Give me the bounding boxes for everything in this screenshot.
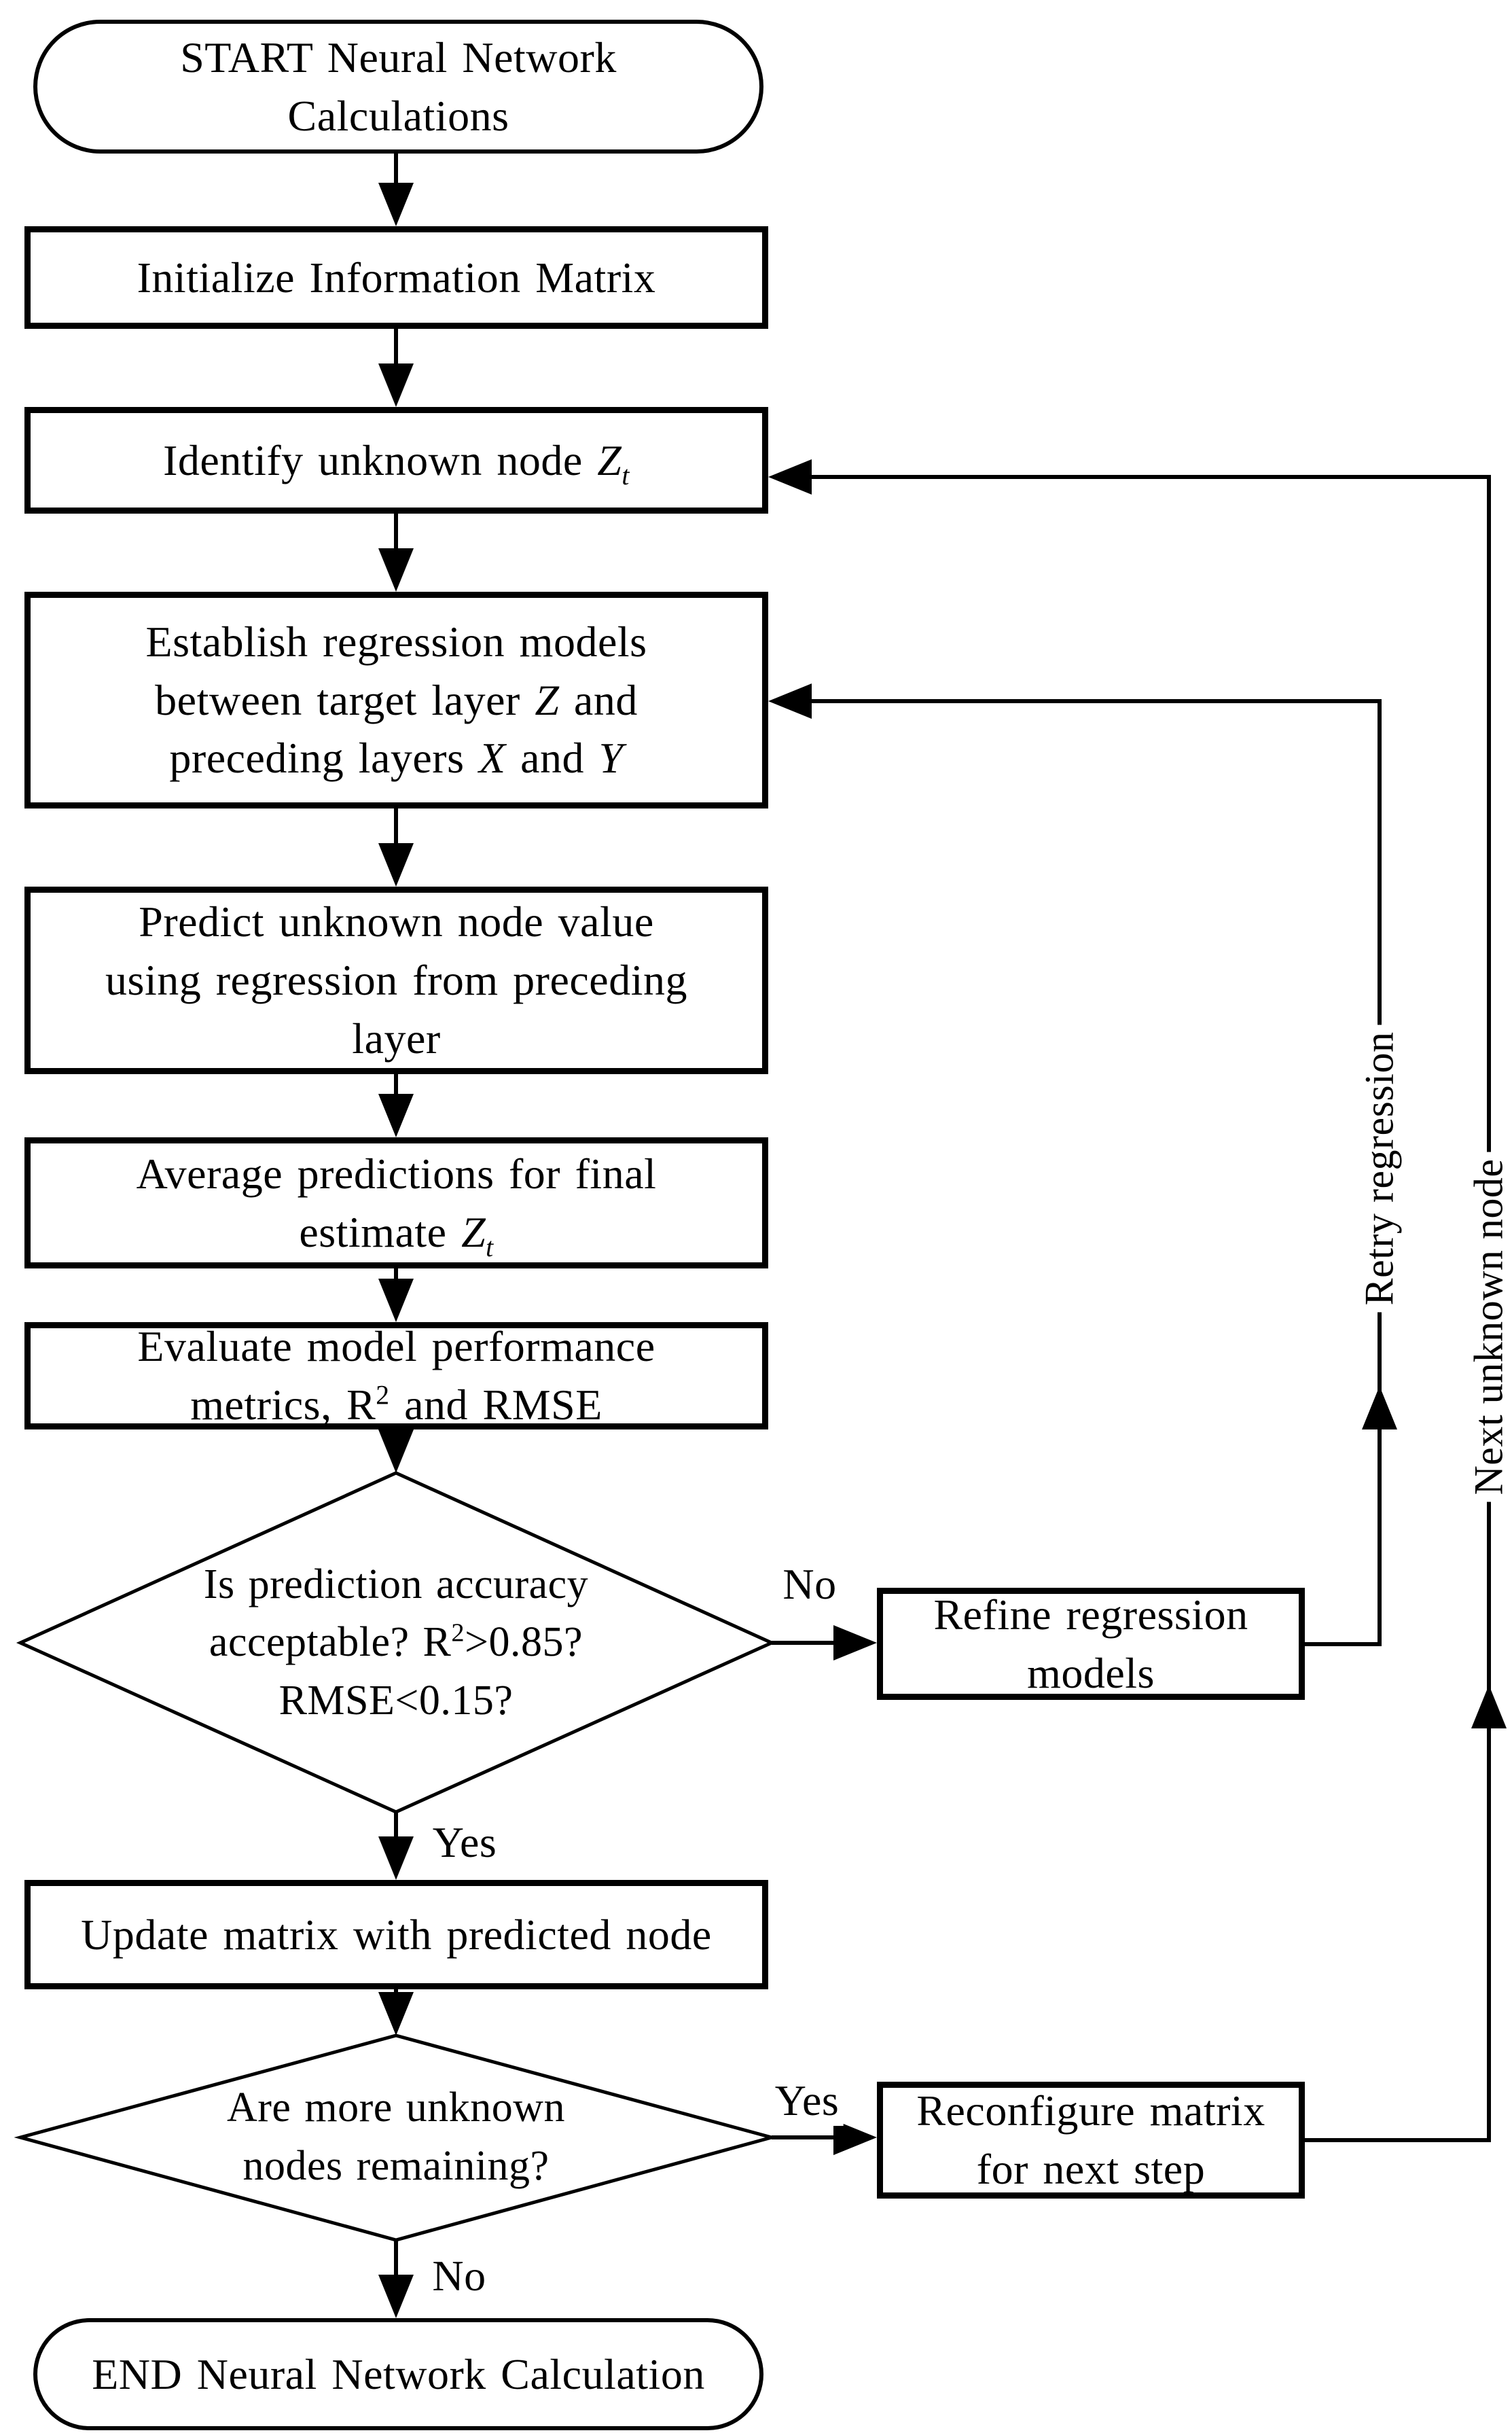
- edge-start-init-arrowhead: [378, 183, 414, 226]
- node-label-line: Calculations: [287, 91, 509, 140]
- edge-accuracy-no-arrowhead: [833, 1625, 877, 1660]
- node-label-line: between target layer Z and: [155, 675, 638, 724]
- process-predict-unknown-node: Predict unknown node value using regress…: [24, 887, 768, 1074]
- edge-label-retry-regression: Retry regression: [1353, 1025, 1406, 1313]
- node-label-line: Average predictions for final: [136, 1149, 657, 1198]
- decision-accuracy-label: Is prediction accuracy acceptable? R2>0.…: [90, 1531, 702, 1755]
- node-label-line: Establish regression models: [145, 617, 647, 666]
- next-midline-up-arrowhead: [1471, 1685, 1507, 1728]
- node-label-line: acceptable? R2>0.85?: [209, 1618, 583, 1666]
- node-label-line: START Neural Network: [180, 33, 617, 82]
- node-label-line: layer: [352, 1014, 441, 1063]
- node-label-line: using regression from preceding: [105, 956, 687, 1005]
- process-update-matrix: Update matrix with predicted node: [24, 1880, 768, 1989]
- node-label-line: Are more unknown: [226, 2084, 566, 2131]
- process-reconfigure-matrix: Reconfigure matrix for next step: [877, 2082, 1305, 2199]
- node-label-line: Reconfigure matrix: [916, 2086, 1265, 2135]
- edge-label-more-no: No: [428, 2251, 490, 2301]
- process-average-predictions: Average predictions for final estimate Z…: [24, 1137, 768, 1268]
- node-label-line: Refine regression: [933, 1590, 1248, 1639]
- edge-predict-average-arrowhead: [378, 1094, 414, 1137]
- node-label-line: metrics, R2 and RMSE: [190, 1380, 602, 1429]
- edge-more-yes-arrowhead: [833, 2120, 877, 2155]
- edge-label-next-unknown-node: Next unknown node: [1462, 1152, 1512, 1502]
- edge-label-more-yes: Yes: [770, 2076, 844, 2126]
- node-label-line: Is prediction accuracy: [203, 1561, 589, 1607]
- node-label-line: Identify unknown node Zt: [163, 436, 630, 491]
- edge-init-identify-arrowhead: [378, 363, 414, 407]
- process-identify-unknown-node: Identify unknown node Zt: [24, 407, 768, 514]
- retry-midline-up-arrowhead: [1362, 1386, 1397, 1429]
- edge-retry-regression-line: [806, 699, 1382, 1646]
- node-label-line: models: [1027, 1648, 1155, 1697]
- edge-average-evaluate-arrowhead: [378, 1279, 414, 1322]
- terminator-end: END Neural Network Calculation: [33, 2318, 763, 2430]
- node-label-line: nodes remaining?: [242, 2143, 550, 2189]
- edge-label-accuracy-no: No: [778, 1559, 841, 1610]
- edge-accuracy-yes-arrowhead: [378, 1836, 414, 1880]
- node-label-line: preceding layers X and Y: [169, 734, 624, 783]
- process-establish-regression-models: Establish regression models between targ…: [24, 592, 768, 808]
- edge-next-into-identify-arrowhead: [768, 459, 812, 495]
- node-label-line: RMSE<0.15?: [278, 1677, 514, 1724]
- edge-label-accuracy-yes: Yes: [428, 1817, 501, 1868]
- edge-evaluate-decision-arrowhead: [378, 1429, 414, 1473]
- terminator-start: START Neural Network Calculations: [33, 20, 763, 154]
- process-evaluate-metrics: Evaluate model performance metrics, R2 a…: [24, 1322, 768, 1429]
- edge-update-decision-arrowhead: [378, 1992, 414, 2036]
- decision-more-nodes-diamond: [14, 2033, 778, 2242]
- decision-more-nodes-label: Are more unknown nodes remaining?: [90, 2067, 702, 2207]
- node-label-line: Initialize Information Matrix: [137, 253, 656, 302]
- edge-identify-establish-arrowhead: [378, 548, 414, 592]
- node-label-line: Predict unknown node value: [139, 897, 654, 946]
- node-label-line: Evaluate model performance: [137, 1322, 655, 1371]
- decision-accuracy-diamond: [16, 1471, 776, 1814]
- process-refine-regression-models: Refine regression models: [877, 1588, 1305, 1700]
- node-label-line: Update matrix with predicted node: [81, 1910, 712, 1959]
- edge-more-no-arrowhead: [378, 2275, 414, 2318]
- edge-establish-predict-arrowhead: [378, 843, 414, 887]
- node-label-line: estimate Zt: [299, 1207, 494, 1262]
- process-initialize-matrix: Initialize Information Matrix: [24, 226, 768, 329]
- node-label-line: END Neural Network Calculation: [92, 2349, 705, 2398]
- edge-retry-into-establish-arrowhead: [768, 683, 812, 719]
- node-label-line: for next step: [976, 2145, 1206, 2193]
